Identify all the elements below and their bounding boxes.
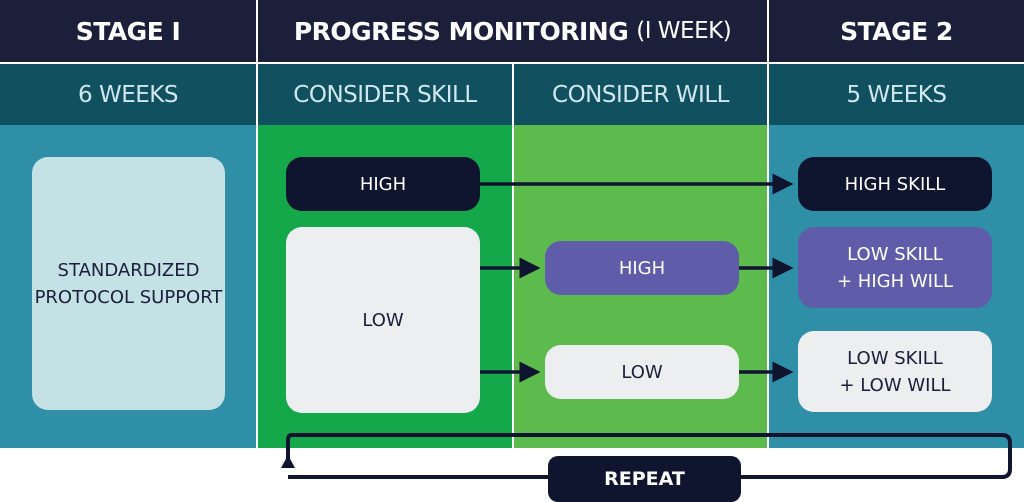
header-stage1-label: STAGE I bbox=[75, 16, 181, 46]
outcome-low-skill-low-will-box: LOW SKILL + LOW WILL bbox=[798, 331, 992, 412]
repeat-label: REPEAT bbox=[604, 467, 685, 490]
header-monitoring-duration: (I WEEK) bbox=[636, 18, 732, 44]
outcome-low-skill-high-will-line1: LOW SKILL bbox=[847, 243, 943, 265]
subheader-stage2-duration-label: 5 WEEKS bbox=[846, 81, 947, 108]
outcome-low-skill-high-will-line2: + HIGH WILL bbox=[836, 270, 953, 292]
outcome-low-skill-low-will-line2: + LOW WILL bbox=[839, 374, 951, 396]
subheader-consider-skill-label: CONSIDER SKILL bbox=[293, 81, 477, 108]
header-stage2: STAGE 2 bbox=[769, 0, 1024, 62]
subheader-consider-skill: CONSIDER SKILL bbox=[258, 64, 512, 125]
repeat-arrowhead bbox=[281, 455, 295, 468]
outcome-high-skill-box: HIGH SKILL bbox=[798, 157, 992, 211]
subheader-stage1-duration: 6 WEEKS bbox=[0, 64, 256, 125]
header-stage1: STAGE I bbox=[0, 0, 256, 62]
subheader-consider-will: CONSIDER WILL bbox=[514, 64, 767, 125]
skill-high-box: HIGH bbox=[286, 157, 480, 211]
will-low-label: LOW bbox=[621, 361, 663, 383]
skill-high-label: HIGH bbox=[359, 173, 407, 195]
outcome-low-skill-high-will-box: LOW SKILL + HIGH WILL bbox=[798, 227, 992, 308]
header-monitoring: PROGRESS MONITORING (I WEEK) bbox=[258, 0, 767, 62]
subheader-consider-will-label: CONSIDER WILL bbox=[552, 81, 729, 108]
will-high-box: HIGH bbox=[545, 241, 739, 295]
skill-low-label: LOW bbox=[362, 309, 404, 331]
protocol-support-line1: STANDARDIZED bbox=[57, 259, 200, 281]
header-monitoring-label: PROGRESS MONITORING bbox=[293, 16, 629, 46]
protocol-support-box: STANDARDIZED PROTOCOL SUPPORT bbox=[32, 157, 225, 410]
outcome-high-skill-label: HIGH SKILL bbox=[844, 173, 946, 195]
subheader-stage2-duration: 5 WEEKS bbox=[769, 64, 1024, 125]
header-stage2-label: STAGE 2 bbox=[840, 16, 953, 46]
subheader-stage1-duration-label: 6 WEEKS bbox=[78, 81, 178, 108]
will-high-label: HIGH bbox=[618, 257, 666, 279]
skill-low-box: LOW bbox=[286, 227, 480, 413]
will-low-box: LOW bbox=[545, 345, 739, 399]
outcome-low-skill-low-will-line1: LOW SKILL bbox=[847, 347, 943, 369]
repeat-box: REPEAT bbox=[548, 456, 741, 502]
protocol-support-line2: PROTOCOL SUPPORT bbox=[34, 286, 223, 308]
